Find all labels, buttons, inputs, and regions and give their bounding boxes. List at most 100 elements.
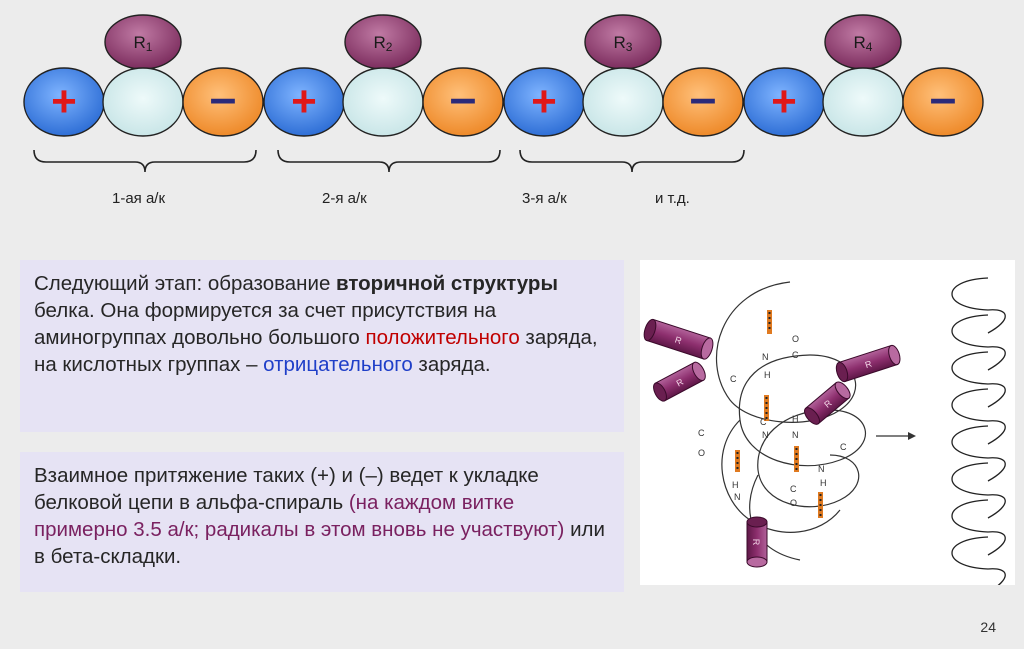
radical-cylinder-5-front-cap <box>746 556 768 568</box>
radical-cylinder-4: R <box>804 381 851 425</box>
svg-text:H: H <box>792 414 799 424</box>
box2-note: (на каждом витке примерно 3.5 а/к; радик… <box>34 491 565 541</box>
coil-back-arc-5 <box>987 457 1006 482</box>
radical-cylinder-2-back-cap <box>653 382 667 402</box>
coil-back-arc-7 <box>987 531 1006 556</box>
page-number: 24 <box>980 619 996 635</box>
alpha-helix-drawing: N H O C C C N H N C O N H C O N H C RRRR… <box>643 277 1006 593</box>
residue-label-2: 2-я а/к <box>322 190 367 207</box>
coil-front-arc-1 <box>951 277 989 311</box>
svg-text:N: N <box>818 464 825 474</box>
alpha-carbon-2 <box>342 67 424 137</box>
radical-cylinder-2-label: R <box>675 376 686 388</box>
radical-cylinder-1-back-cap <box>643 318 657 342</box>
radical-3: R3 <box>584 14 662 70</box>
radical-cylinder-3-front-cap <box>888 344 901 366</box>
box1-positive-word: положительного <box>365 326 520 349</box>
coil-back-arc-4 <box>987 420 1006 445</box>
radical-cylinders: R R R R R <box>643 318 901 568</box>
box1-bold-term: вторичной структуры <box>336 272 558 295</box>
coil-front-arc-8 <box>951 536 989 570</box>
svg-text:C: C <box>730 374 737 384</box>
radical-cylinder-1: R <box>643 318 714 360</box>
svg-text:H: H <box>732 480 739 490</box>
box1-text-3: заряда, на кислотных группах – <box>34 326 598 376</box>
svg-text:O: O <box>790 498 797 508</box>
coil-front-arc-2 <box>951 314 989 348</box>
helix-coil-icon <box>951 277 1006 593</box>
box1-negative-word: отрицательного <box>263 353 413 376</box>
carboxyl-group-1 <box>182 67 264 137</box>
carboxyl-group-4 <box>902 67 984 137</box>
alpha-carbon-3 <box>582 67 664 137</box>
radical-cylinder-4-label: R <box>822 398 834 410</box>
coil-back-arc-1 <box>987 309 1006 334</box>
radical-cylinder-3: R <box>835 344 901 383</box>
polypeptide-chain: R1+–R2+–R3+–R4+– <box>23 14 984 137</box>
radical-cylinder-4-front-cap <box>834 381 851 400</box>
radical-cylinder-4-back-cap <box>804 407 820 425</box>
radical-2-index: 2 <box>386 40 393 54</box>
radical-cylinder-5-back-cap <box>746 516 768 528</box>
coil-front-arc-4 <box>951 388 989 422</box>
radical-4: R4 <box>824 14 902 70</box>
radical-cylinder-3-back-cap <box>835 361 849 383</box>
box2-text-2: или в бета-складки. <box>34 518 605 568</box>
alpha-carbon-4 <box>822 67 904 137</box>
svg-text:C: C <box>792 350 799 360</box>
svg-text:N: N <box>792 430 799 440</box>
residue-label-3: 3-я а/к <box>522 190 567 207</box>
hydrogen-bonds <box>735 310 823 518</box>
radical-cylinder-2: R <box>653 361 706 402</box>
helix-backbone <box>715 281 867 561</box>
radical-1-index: 1 <box>146 40 153 54</box>
minus-sign-2: – <box>450 72 477 125</box>
svg-text:H: H <box>764 370 771 380</box>
coil-back-arc-2 <box>987 346 1006 371</box>
svg-text:N: N <box>762 352 769 362</box>
box1-text-1: Следующий этап: образование <box>34 272 337 295</box>
residue-label-etc: и т.д. <box>655 190 690 207</box>
plus-sign-1: + <box>51 77 77 126</box>
minus-sign-3: – <box>690 72 717 125</box>
minus-sign-4: – <box>930 72 957 125</box>
secondary-structure-textbox: Следующий этап: образование вторичной ст… <box>20 260 624 432</box>
alpha-carbon-1 <box>102 67 184 137</box>
coil-front-arc-7 <box>951 499 989 533</box>
atom-labels: N H O C C C N H N C O N H C O N H C <box>698 334 847 508</box>
plus-sign-4: + <box>771 77 797 126</box>
svg-text:N: N <box>762 430 769 440</box>
svg-text:O: O <box>792 334 799 344</box>
box2-text-1: Взаимное притяжение таких (+) и (–) веде… <box>34 464 539 514</box>
svg-text:C: C <box>790 484 797 494</box>
box1-text-4: заряда. <box>412 353 491 376</box>
coil-front-arc-5 <box>951 425 989 459</box>
radical-3-index: 3 <box>626 40 633 54</box>
residue-braces <box>33 149 745 173</box>
minus-sign-1: – <box>210 72 237 125</box>
svg-text:C: C <box>840 442 847 452</box>
coil-back-arc-3 <box>987 383 1006 408</box>
svg-text:C: C <box>698 428 705 438</box>
coil-front-arc-3 <box>951 351 989 385</box>
radical-4-index: 4 <box>866 40 873 54</box>
coil-front-arc-6 <box>951 462 989 496</box>
svg-text:H: H <box>820 478 827 488</box>
plus-sign-3: + <box>531 77 557 126</box>
radical-cylinder-3-label: R <box>864 359 874 371</box>
arrow-icon <box>876 432 916 440</box>
carboxyl-group-3 <box>662 67 744 137</box>
svg-text:O: O <box>698 448 705 458</box>
radical-2: R2 <box>344 14 422 70</box>
brace-3 <box>519 149 745 173</box>
box1-text-2: белка. Она формируется за счет присутств… <box>34 299 497 349</box>
residue-label-1: 1-ая а/к <box>112 190 166 207</box>
brace-2 <box>277 149 501 173</box>
radical-cylinder-5-label: R <box>751 539 761 546</box>
svg-text:C: C <box>760 417 767 427</box>
coil-back-arc-8 <box>987 568 1006 593</box>
radical-cylinder-2-front-cap <box>691 361 706 381</box>
brace-1 <box>33 149 257 173</box>
